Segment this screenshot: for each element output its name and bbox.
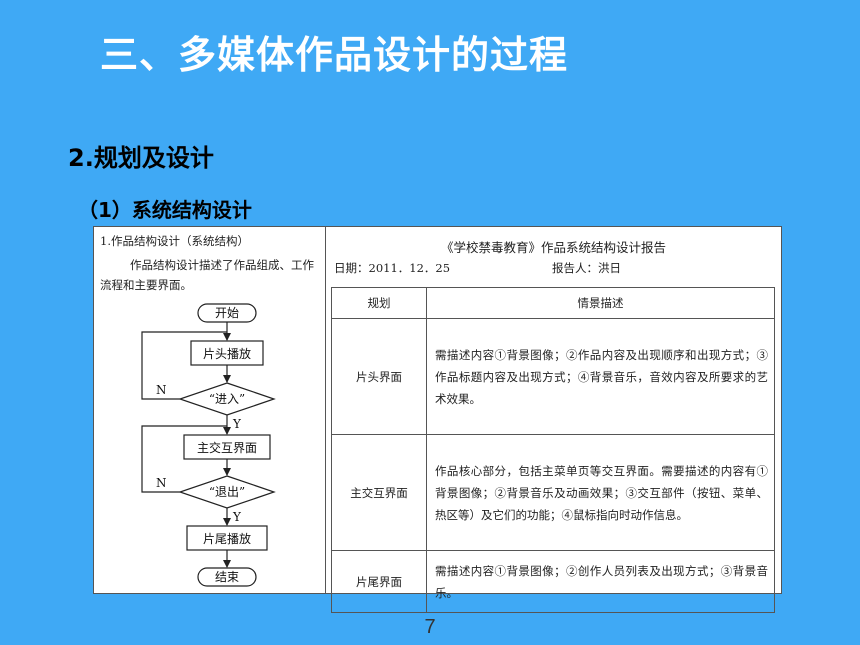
flow-intro-label: 片头播放	[203, 346, 251, 361]
flow-yes-label: Y	[232, 510, 242, 524]
figure-description: 作品结构设计描述了作品组成、工作流程和主要界面。	[100, 258, 314, 292]
flow-intro-node	[190, 340, 264, 366]
table-cell-desc: 需描述内容①背景图像；②创作人员列表及出现方式；③背景音乐。	[426, 550, 775, 613]
table-row: 片尾界面 需描述内容①背景图像；②创作人员列表及出现方式；③背景音乐。	[331, 550, 775, 613]
table-row: 主交互界面 作品核心部分，包括主菜单页等交互界面。需要描述的内容有①背景图像；②…	[331, 434, 775, 551]
figure-caption: 1.作品结构设计（系统结构）	[100, 234, 249, 248]
slide-title: 三、多媒体作品设计的过程	[100, 33, 569, 77]
table-row: 片头界面 需描述内容①背景图像；②作品内容及出现顺序和出现方式；③作品标题内容及…	[331, 318, 775, 435]
flow-main-label: 主交互界面	[197, 440, 257, 455]
report-title: 《学校禁毒教育》作品系统结构设计报告	[440, 240, 666, 255]
flow-outro-node	[186, 525, 268, 551]
page-number: 7	[424, 616, 436, 638]
table-cell-desc: 作品核心部分，包括主菜单页等交互界面。需要描述的内容有①背景图像；②背景音乐及动…	[426, 434, 775, 551]
table-header-desc: 情景描述	[426, 287, 775, 319]
flowchart: 开始 片头播放 “进入” 主交互界面 “退出” 片尾播放 结束 Y Y N N	[141, 303, 276, 587]
flow-start-label: 开始	[215, 306, 239, 320]
subsection-heading: （1）系统结构设计	[78, 198, 252, 222]
flow-exit-label: “退出”	[209, 485, 245, 499]
flow-no-label: N	[156, 383, 167, 397]
figure-left-panel: 1.作品结构设计（系统结构） 作品结构设计描述了作品组成、工作流程和主要界面。	[94, 227, 326, 593]
table-cell-plan: 片尾界面	[331, 550, 427, 613]
table-header-row: 规划 情景描述	[331, 287, 775, 319]
structure-design-figure: 1.作品结构设计（系统结构） 作品结构设计描述了作品组成、工作流程和主要界面。	[93, 226, 782, 613]
flow-yes-label: Y	[232, 417, 242, 431]
report-panel: 《学校禁毒教育》作品系统结构设计报告 日期：2011．12．25 报告人：洪日 …	[326, 227, 781, 613]
flow-end-label: 结束	[215, 570, 239, 584]
flow-outro-label: 片尾播放	[203, 531, 251, 546]
flow-main-node	[183, 434, 271, 460]
table-header-plan: 规划	[331, 287, 427, 319]
report-table: 规划 情景描述 片头界面 需描述内容①背景图像；②作品内容及出现顺序和出现方式；…	[331, 287, 775, 613]
table-cell-plan: 片头界面	[331, 318, 427, 435]
report-author: 报告人：洪日	[552, 261, 621, 275]
flow-end-node	[197, 567, 257, 587]
flow-enter-label: “进入”	[209, 392, 245, 406]
section-heading: 2.规划及设计	[68, 144, 214, 172]
report-date: 日期：2011．12．25	[334, 261, 451, 275]
table-cell-desc: 需描述内容①背景图像；②作品内容及出现顺序和出现方式；③作品标题内容及出现方式；…	[426, 318, 775, 435]
table-cell-plan: 主交互界面	[331, 434, 427, 551]
flow-no-label: N	[156, 476, 167, 490]
